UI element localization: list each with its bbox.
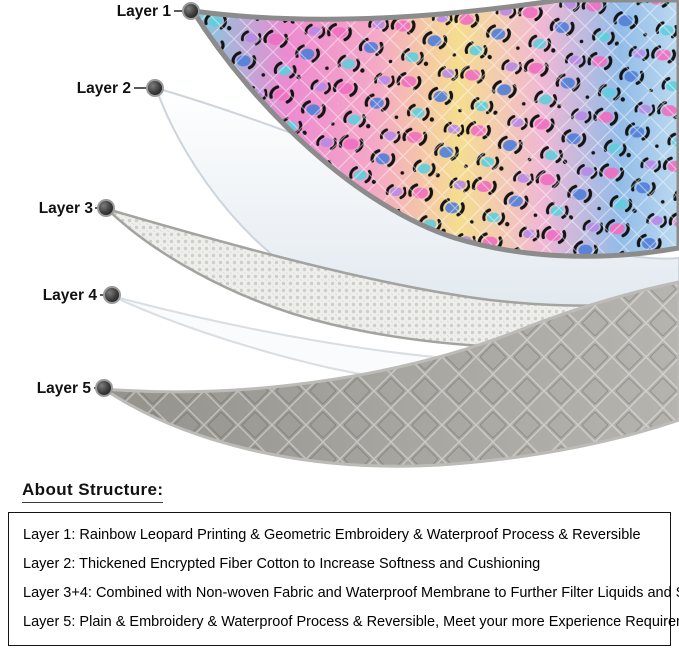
layer-2-marker xyxy=(146,79,164,97)
about-structure-section: About Structure: Layer 1: Rainbow Leopar… xyxy=(0,478,679,646)
structure-item-layer-2: Layer 2: Thickened Encrypted Fiber Cotto… xyxy=(23,556,541,572)
structure-item-layer-5: Layer 5: Plain & Embroidery & Waterproof… xyxy=(23,614,679,630)
layer-5-marker xyxy=(95,379,113,397)
layer-1-label: Layer 1 xyxy=(117,3,172,20)
layer-5-label: Layer 5 xyxy=(37,380,92,397)
layer-1-leopard-fabric xyxy=(190,0,679,259)
about-structure-heading: About Structure: xyxy=(22,480,164,503)
structure-item-layer-3-4: Layer 3+4: Combined with Non-woven Fabri… xyxy=(23,585,679,601)
layer-2-label: Layer 2 xyxy=(77,80,131,97)
layer-1-marker xyxy=(182,2,200,20)
structure-item-layer-1: Layer 1: Rainbow Leopard Printing & Geom… xyxy=(23,527,641,543)
layer-2-callout: Layer 2 xyxy=(77,79,164,97)
layer-4-callout: Layer 4 xyxy=(43,286,121,304)
layer-3-label: Layer 3 xyxy=(39,200,94,217)
layer-3-callout: Layer 3 xyxy=(39,199,115,217)
layer-4-label: Layer 4 xyxy=(43,287,98,304)
layer-3-marker xyxy=(97,199,115,217)
layer-4-marker xyxy=(103,286,121,304)
layer-1-callout: Layer 1 xyxy=(117,2,200,20)
layer-diagram: Layer 1 Layer 2 Layer 3 Layer 4 Layer 5 xyxy=(37,0,679,468)
structure-description-box: Layer 1: Rainbow Leopard Printing & Geom… xyxy=(8,512,679,646)
layer-5-quilted-fabric xyxy=(102,280,679,468)
layer-5-callout: Layer 5 xyxy=(37,379,113,397)
